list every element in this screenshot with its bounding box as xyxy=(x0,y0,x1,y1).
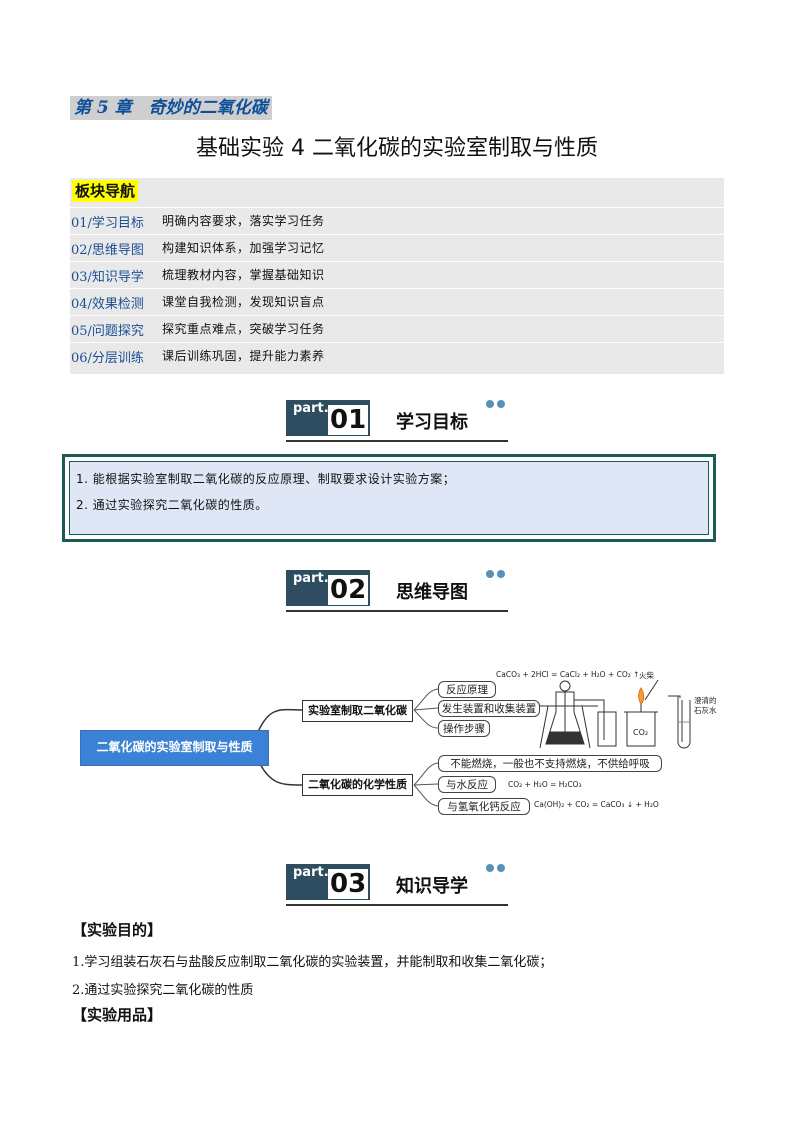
part-01-header: part. 01 学习目标 xyxy=(286,400,508,442)
body-line: 1.学习组装石灰石与盐酸反应制取二氧化碳的实验装置，并能制取和收集二氧化碳； xyxy=(72,955,553,970)
part-underline xyxy=(286,610,508,612)
part-word: part. xyxy=(293,865,329,880)
mind-map-leaf: 发生装置和收集装置 xyxy=(438,700,540,717)
match-label: 火柴 xyxy=(639,671,654,680)
limewater-formula: Ca(OH)₂ + CO₂ = CaCO₃ ↓ + H₂O xyxy=(534,800,659,809)
mind-map-root: 二氧化碳的实验室制取与性质 xyxy=(80,730,269,766)
test-tube-icon xyxy=(668,695,691,749)
water-formula: CO₂ + H₂O = H₂CO₃ xyxy=(508,780,582,789)
part-number: 03 xyxy=(328,869,369,899)
nav-key: 05/问题探究 xyxy=(71,324,144,339)
goal-line: 1. 能根据实验室制取二氧化碳的反应原理、制取要求设计实验方案； xyxy=(76,472,456,486)
droplets-icon xyxy=(486,400,505,408)
nav-row: 05/问题探究 探究重点难点，突破学习任务 xyxy=(70,315,724,342)
nav-key: 01/学习目标 xyxy=(71,216,144,231)
chapter-label: 第 5 章 奇妙的二氧化碳 xyxy=(70,96,272,120)
mind-map-branch: 二氧化碳的化学性质 xyxy=(302,774,413,796)
nav-row: 03/知识导学 梳理教材内容，掌握基础知识 xyxy=(70,261,724,288)
part-number: 02 xyxy=(328,575,369,605)
nav-key: 03/知识导学 xyxy=(71,270,144,285)
mind-map-branch: 实验室制取二氧化碳 xyxy=(302,700,413,722)
co2-label: CO₂ xyxy=(633,728,649,737)
nav-key: 02/思维导图 xyxy=(71,243,144,258)
part-title: 学习目标 xyxy=(396,412,468,433)
nav-key: 06/分层训练 xyxy=(71,351,144,366)
section-heading: 【实验目的】 xyxy=(72,921,163,939)
reaction-formula: CaCO₃ + 2HCl = CaCl₂ + H₂O + CO₂ ↑ xyxy=(496,670,640,679)
nav-description: 构建知识体系，加强学习记忆 xyxy=(162,241,325,255)
nav-description: 探究重点难点，突破学习任务 xyxy=(162,322,325,336)
learning-goals-box: 1. 能根据实验室制取二氧化碳的反应原理、制取要求设计实验方案； 2. 通过实验… xyxy=(62,454,716,542)
nav-description: 课后训练巩固，提升能力素养 xyxy=(162,349,325,363)
navigation-heading: 板块导航 xyxy=(72,180,139,202)
co2-jar-icon xyxy=(624,679,659,747)
nav-row: 02/思维导图 构建知识体系，加强学习记忆 xyxy=(70,234,724,261)
nav-description: 明确内容要求，落实学习任务 xyxy=(162,214,325,228)
part-title: 知识导学 xyxy=(396,876,468,897)
part-underline xyxy=(286,440,508,442)
page-title: 基础实验 4 二氧化碳的实验室制取与性质 xyxy=(196,136,598,161)
part-word: part. xyxy=(293,571,329,586)
section-navigation: 板块导航 01/学习目标 明确内容要求，落实学习任务 02/思维导图 构建知识体… xyxy=(70,178,724,374)
part-word: part. xyxy=(293,401,329,416)
mind-map-leaf: 与氢氧化钙反应 xyxy=(438,798,530,815)
mind-map-leaf: 不能燃烧，一般也不支持燃烧，不供给呼吸 xyxy=(438,755,662,772)
mind-map-leaf: 反应原理 xyxy=(438,681,496,698)
part-02-header: part. 02 思维导图 xyxy=(286,570,508,612)
mind-map-leaf: 操作步骤 xyxy=(438,720,490,737)
nav-row: 06/分层训练 课后训练巩固，提升能力素养 xyxy=(70,342,724,369)
nav-key: 04/效果检测 xyxy=(71,297,144,312)
body-line: 2.通过实验探究二氧化碳的性质 xyxy=(72,983,254,998)
part-underline xyxy=(286,904,508,906)
mind-map-leaf: 与水反应 xyxy=(438,776,496,793)
droplets-icon xyxy=(486,864,505,872)
learning-goals-inner: 1. 能根据实验室制取二氧化碳的反应原理、制取要求设计实验方案； 2. 通过实验… xyxy=(69,461,709,535)
nav-row: 01/学习目标 明确内容要求，落实学习任务 xyxy=(70,207,724,234)
part-title: 思维导图 xyxy=(396,582,468,603)
section-heading: 【实验用品】 xyxy=(72,1006,163,1024)
part-number: 01 xyxy=(328,405,369,435)
droplets-icon xyxy=(486,570,505,578)
nav-description: 梳理教材内容，掌握基础知识 xyxy=(162,268,325,282)
flask-apparatus-icon xyxy=(538,680,617,749)
part-03-header: part. 03 知识导学 xyxy=(286,864,508,906)
nav-row: 04/效果检测 课堂自我检测，发现知识盲点 xyxy=(70,288,724,315)
nav-description: 课堂自我检测，发现知识盲点 xyxy=(162,295,325,309)
limewater-label: 澄清的石灰水 xyxy=(694,696,717,715)
goal-line: 2. 通过实验探究二氧化碳的性质。 xyxy=(76,498,268,512)
